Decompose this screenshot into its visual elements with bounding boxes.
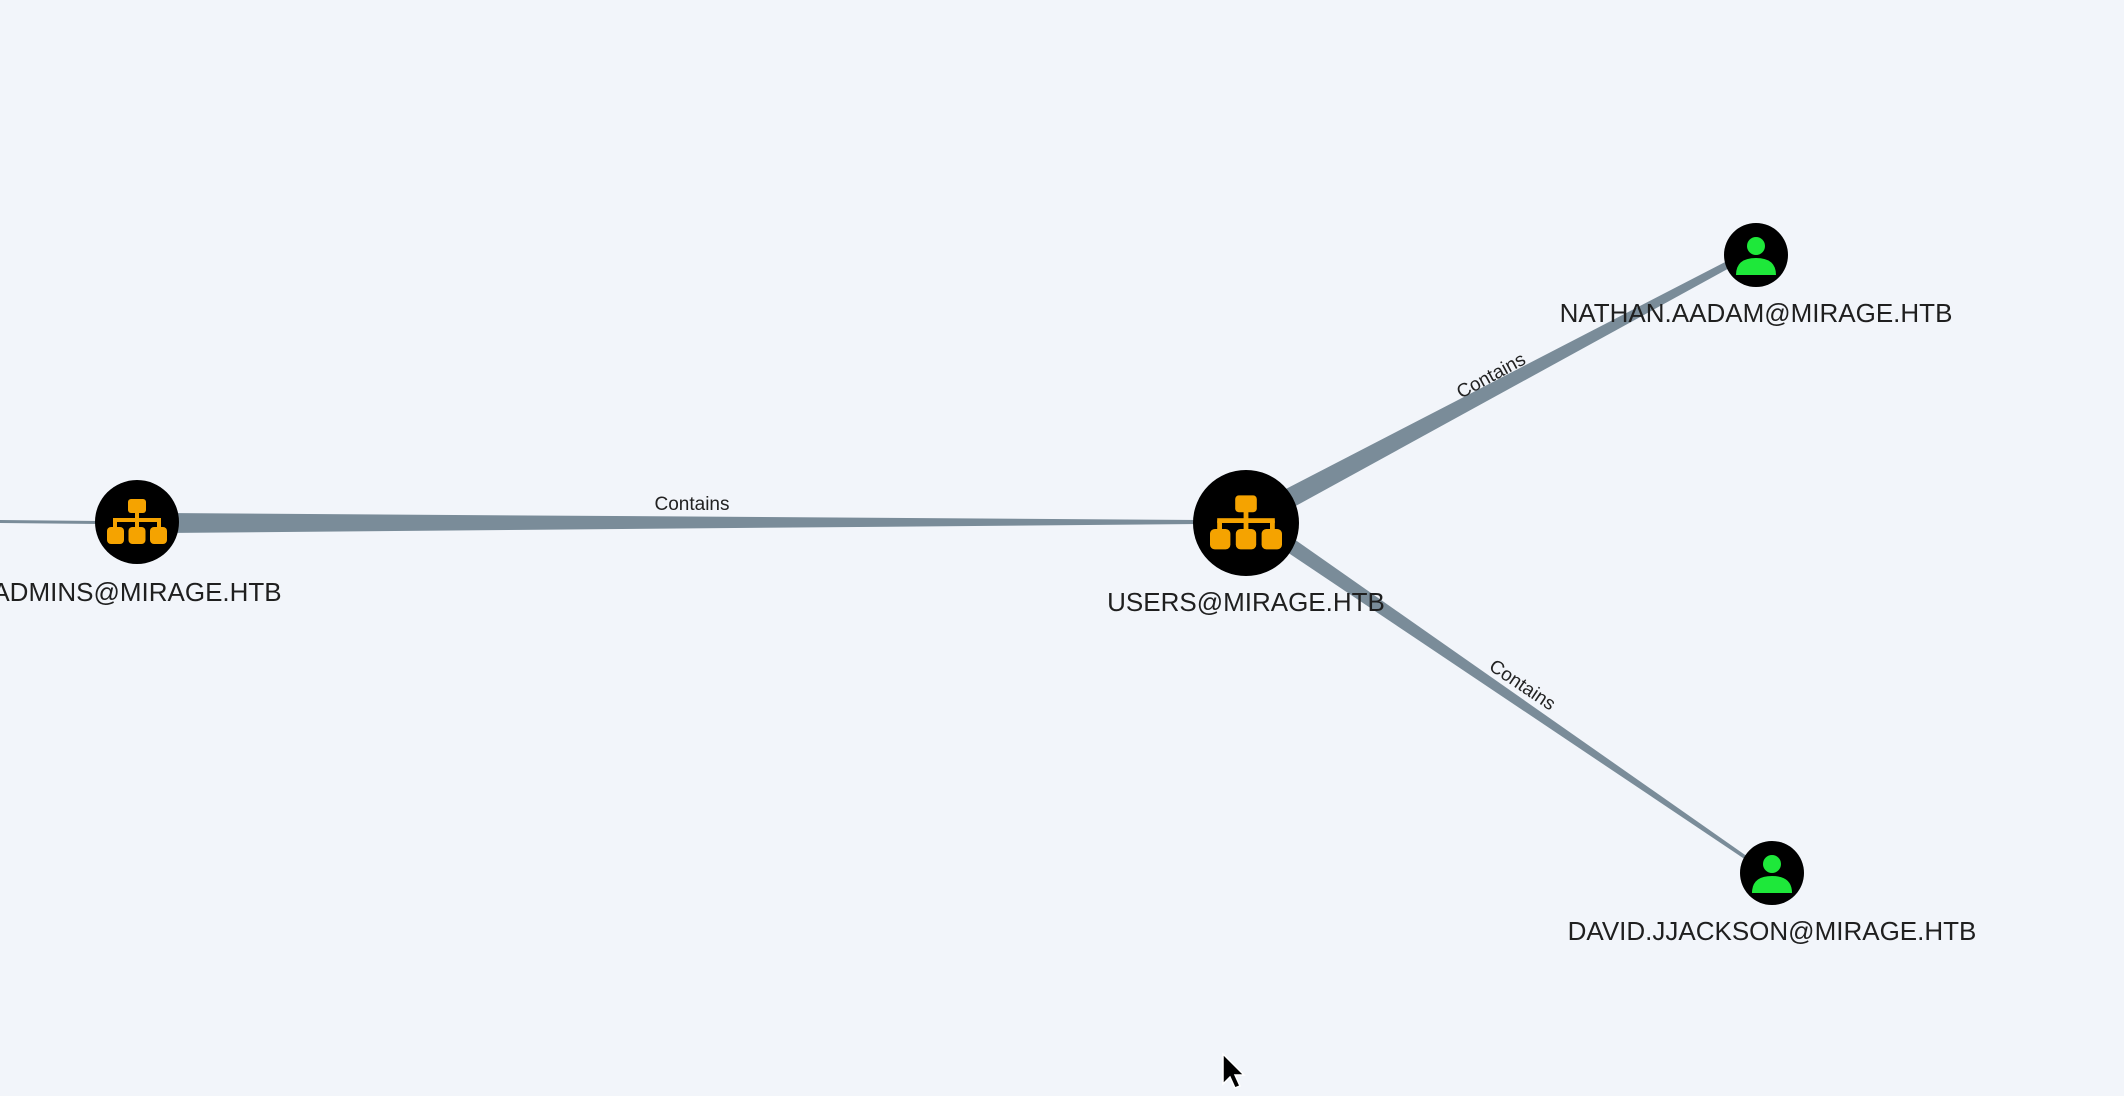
user-icon (1736, 237, 1776, 275)
node-admins[interactable]: ADMINS@MIRAGE.HTB (0, 480, 282, 607)
node-david[interactable]: DAVID.JJACKSON@MIRAGE.HTB (1568, 841, 1977, 946)
node-nathan[interactable]: NATHAN.AADAM@MIRAGE.HTB (1560, 223, 1953, 328)
node-label-david: DAVID.JJACKSON@MIRAGE.HTB (1568, 916, 1977, 946)
edge-admins-users[interactable] (165, 513, 1200, 533)
edge-label-admins-users: Contains (655, 494, 730, 515)
node-label-admins: ADMINS@MIRAGE.HTB (0, 577, 282, 607)
group-hierarchy-icon (107, 499, 167, 544)
user-icon (1752, 855, 1792, 893)
edge-offscreen-admins[interactable] (0, 520, 100, 524)
group-hierarchy-icon (1210, 495, 1282, 550)
edge-users-david[interactable] (1284, 539, 1748, 860)
mouse-cursor-icon (1222, 1052, 1246, 1089)
node-label-users: USERS@MIRAGE.HTB (1107, 587, 1385, 617)
edge-users-nathan[interactable] (1280, 260, 1733, 508)
node-label-nathan: NATHAN.AADAM@MIRAGE.HTB (1560, 298, 1953, 328)
edges: Contains Contains Contains (0, 260, 1748, 860)
node-users[interactable]: USERS@MIRAGE.HTB (1107, 470, 1385, 617)
